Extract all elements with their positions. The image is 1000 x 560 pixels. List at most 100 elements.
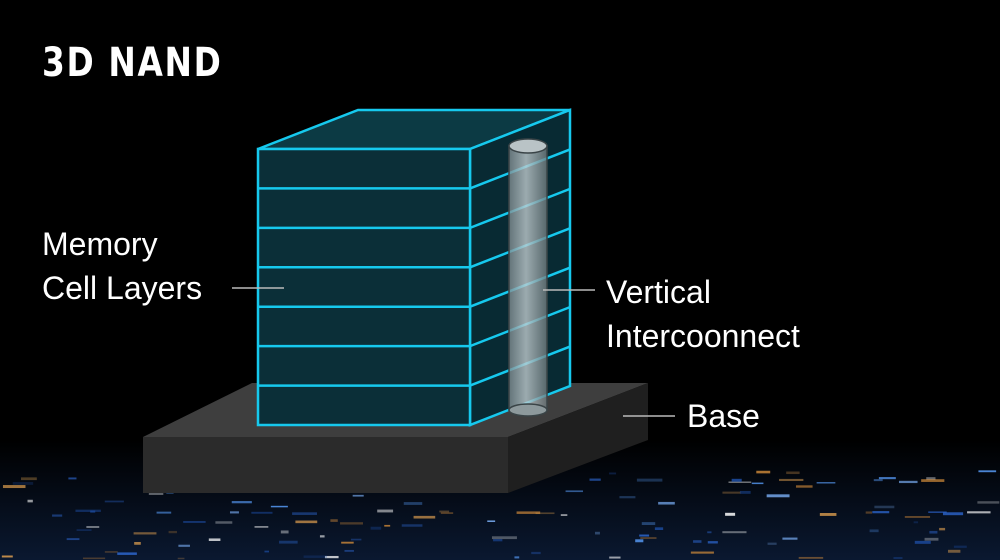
light-streak xyxy=(816,482,836,484)
light-streak xyxy=(609,472,617,475)
light-streak xyxy=(86,526,100,528)
light-streak xyxy=(751,482,764,485)
light-streak xyxy=(639,534,650,537)
light-streak xyxy=(215,521,233,524)
light-streak xyxy=(350,538,362,541)
light-streak xyxy=(921,479,945,482)
light-streak xyxy=(330,519,338,522)
light-streak xyxy=(739,490,751,494)
memory-label-line1: Memory xyxy=(42,226,158,262)
base-side-face xyxy=(508,383,648,493)
light-streak xyxy=(898,480,918,484)
vertical-interconnect-label: Vertical Intercoonnect xyxy=(606,270,800,358)
light-streak xyxy=(795,485,813,488)
vertical-interconnect xyxy=(508,138,548,417)
light-streak xyxy=(229,511,239,514)
light-streak xyxy=(292,512,317,515)
base-label-text: Base xyxy=(687,398,760,434)
light-streak xyxy=(117,552,137,555)
light-streak xyxy=(977,501,1000,504)
light-streak xyxy=(75,509,101,512)
vertical-label-line1: Vertical xyxy=(606,274,711,310)
light-streak xyxy=(1,555,13,558)
light-streak xyxy=(635,539,644,543)
light-streak xyxy=(344,549,354,552)
light-streak xyxy=(12,482,34,485)
memory-label-line2: Cell Layers xyxy=(42,270,203,306)
light-streak xyxy=(52,514,63,517)
light-streak xyxy=(21,477,37,481)
light-streak xyxy=(352,494,364,497)
light-streak xyxy=(156,511,172,514)
light-streak xyxy=(609,556,621,559)
light-streak xyxy=(231,501,252,504)
light-streak xyxy=(640,537,657,539)
light-streak xyxy=(487,520,496,523)
light-streak xyxy=(254,526,269,528)
light-streak xyxy=(782,537,798,540)
light-streak xyxy=(913,521,919,524)
light-streak xyxy=(377,509,394,513)
light-streak xyxy=(636,478,663,482)
base-label: Base xyxy=(687,394,760,438)
light-streak xyxy=(865,511,873,514)
light-streak xyxy=(878,477,896,480)
light-streak xyxy=(939,527,946,531)
light-streak xyxy=(183,520,206,523)
light-streak xyxy=(594,531,600,535)
memory-cell-layers-label: Memory Cell Layers xyxy=(42,222,202,310)
light-streak xyxy=(280,530,289,534)
light-streak xyxy=(619,496,636,499)
light-streak xyxy=(798,556,824,559)
light-streak xyxy=(514,556,520,559)
light-streak xyxy=(872,511,890,514)
light-streak xyxy=(104,500,124,503)
light-streak xyxy=(560,514,568,517)
light-streak xyxy=(873,479,883,482)
light-streak xyxy=(66,538,80,541)
light-streak xyxy=(722,491,741,494)
light-streak xyxy=(279,540,298,544)
light-streak xyxy=(76,529,92,532)
light-streak xyxy=(914,540,931,544)
light-streak xyxy=(401,524,423,527)
light-streak xyxy=(2,485,26,489)
light-streak xyxy=(767,542,777,545)
light-streak xyxy=(893,557,903,559)
light-streak xyxy=(403,502,423,505)
light-streak xyxy=(654,527,664,531)
cylinder-top xyxy=(508,138,548,154)
light-streak xyxy=(168,530,177,534)
light-streak xyxy=(134,541,141,545)
light-streak xyxy=(707,541,718,544)
light-streak xyxy=(370,526,382,530)
light-streak xyxy=(924,537,939,541)
cylinder-bottom xyxy=(508,403,548,417)
base-front-face xyxy=(143,437,508,493)
light-streak xyxy=(928,511,947,513)
light-streak xyxy=(589,478,601,481)
light-streak xyxy=(929,530,938,534)
light-streak xyxy=(658,501,675,505)
light-streak xyxy=(319,535,325,538)
light-streak xyxy=(819,513,837,516)
light-streak xyxy=(904,516,931,518)
light-streak xyxy=(516,511,541,514)
light-streak xyxy=(641,522,656,526)
light-streak xyxy=(967,511,991,514)
light-streak xyxy=(208,538,221,541)
light-streak xyxy=(942,512,964,516)
light-streak xyxy=(303,555,328,558)
light-streak xyxy=(384,524,391,527)
light-streak xyxy=(104,551,118,553)
light-streak xyxy=(82,557,106,560)
light-streak xyxy=(493,539,503,542)
light-streak xyxy=(565,490,584,493)
light-streak xyxy=(978,470,997,473)
page-title: 3D NAND xyxy=(42,40,223,86)
light-streak xyxy=(766,494,790,498)
light-streak xyxy=(340,522,364,525)
light-streak xyxy=(439,510,450,513)
light-streak xyxy=(535,512,555,515)
